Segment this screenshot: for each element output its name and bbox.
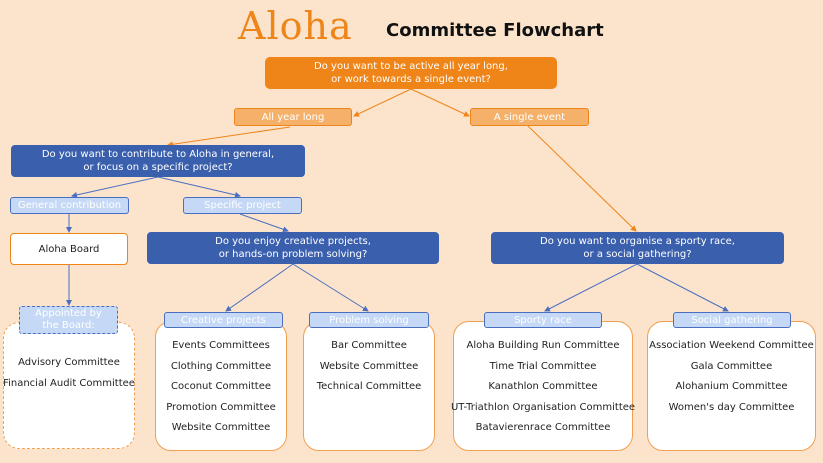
page-title: Committee Flowchart bbox=[386, 20, 604, 41]
q4-line1: Do you want to organise a sporty race, bbox=[540, 236, 735, 247]
appointed-line1: Appointed by bbox=[35, 308, 102, 319]
list-item: Website Committee bbox=[171, 422, 271, 433]
appointed-line2: the Board: bbox=[42, 320, 95, 331]
appointed-committees-list: Advisory Committee Financial Audit Commi… bbox=[3, 322, 135, 449]
list-item: Gala Committee bbox=[690, 360, 773, 372]
sporty-label: Sporty race bbox=[484, 312, 602, 328]
creative-committees-list: Events Committees Clothing Committee Coc… bbox=[155, 321, 287, 451]
option-specific: Specific project bbox=[183, 197, 302, 214]
list-item: Batavierenrace Committee bbox=[475, 422, 611, 433]
aloha-logo: Aloha bbox=[238, 4, 353, 48]
problem-label: Problem solving bbox=[309, 312, 429, 328]
list-item: UT-Triathlon Organisation Committee bbox=[450, 401, 636, 413]
question-creative-or-problem: Do you enjoy creative projects, or hands-… bbox=[147, 232, 439, 264]
list-item: Kanathlon Committee bbox=[488, 381, 598, 392]
list-item: Bar Committee bbox=[331, 340, 407, 351]
list-item: Clothing Committee bbox=[170, 360, 272, 372]
q3-line1: Do you enjoy creative projects, bbox=[215, 236, 371, 247]
social-label: Social gathering bbox=[673, 312, 791, 328]
list-item: Promotion Committee bbox=[166, 401, 276, 413]
option-all-year: All year long bbox=[234, 108, 352, 126]
list-item: Events Committees bbox=[172, 340, 270, 351]
aloha-board-box: Aloha Board bbox=[10, 233, 128, 265]
question-general-or-specific: Do you want to contribute to Aloha in ge… bbox=[11, 145, 305, 177]
problem-committees-list: Bar Committee Website Committee Technica… bbox=[303, 321, 435, 451]
question-sporty-or-social: Do you want to organise a sporty race, or… bbox=[491, 232, 784, 264]
question-active-period: Do you want to be active all year long, o… bbox=[265, 57, 557, 89]
list-item: Time Trial Committee bbox=[489, 360, 597, 372]
option-general: General contribution bbox=[10, 197, 129, 214]
list-item: Advisory Committee bbox=[18, 357, 120, 368]
list-item: Financial Audit Committee bbox=[3, 377, 135, 389]
list-item: Website Committee bbox=[319, 360, 419, 372]
list-item: Women's day Committee bbox=[668, 401, 795, 413]
creative-label: Creative projects bbox=[164, 312, 283, 328]
list-item: Alohanium Committee bbox=[675, 381, 788, 392]
option-single-event: A single event bbox=[470, 108, 589, 126]
list-item: Coconut Committee bbox=[171, 381, 271, 392]
q3-line2: or hands-on problem solving? bbox=[218, 249, 368, 260]
q4-line2: or a social gathering? bbox=[583, 249, 692, 260]
sporty-committees-list: Aloha Building Run Committee Time Trial … bbox=[450, 321, 636, 451]
q1-line2: or work towards a single event? bbox=[331, 74, 491, 85]
q1-line1: Do you want to be active all year long, bbox=[314, 61, 508, 72]
list-item: Technical Committee bbox=[316, 381, 422, 392]
q2-line1: Do you want to contribute to Aloha in ge… bbox=[41, 149, 275, 160]
list-item: Aloha Building Run Committee bbox=[466, 340, 620, 351]
q2-line2: or focus on a specific project? bbox=[83, 162, 233, 173]
social-committees-list: Association Weekend Committee Gala Commi… bbox=[647, 321, 816, 451]
list-item: Association Weekend Committee bbox=[649, 340, 814, 351]
